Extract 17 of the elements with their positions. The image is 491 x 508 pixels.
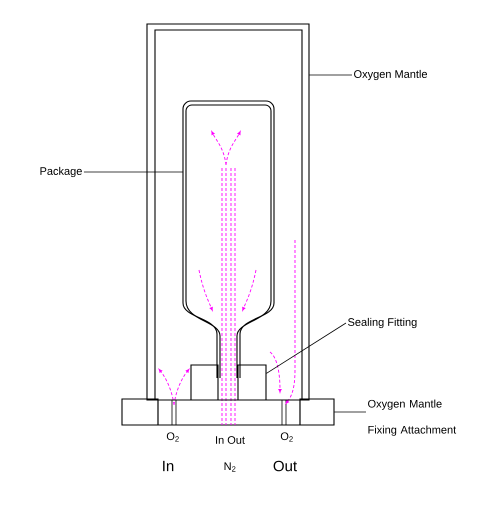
leader-line <box>309 74 352 76</box>
port-label: O$_{2}$ <box>280 432 293 442</box>
leader-line <box>266 322 346 374</box>
fixing-attachment-block <box>121 398 159 426</box>
part-label: Package <box>40 166 82 178</box>
oxygen-mantle <box>146 23 310 401</box>
port-label: Out <box>274 460 297 472</box>
port-label: O$_{2}$ <box>166 432 179 442</box>
port-label: In Out <box>216 436 245 444</box>
part-label: Sealing Fitting <box>348 318 417 328</box>
part-label: Oxygen Mantle <box>354 70 428 80</box>
port-label: In <box>163 460 174 472</box>
port-label: N$_{2}$ <box>224 462 236 472</box>
sealing-fitting <box>190 364 267 401</box>
fixing-attachment-block <box>299 398 335 426</box>
part-label: Oxygen Mantle Fixing Attachment <box>368 400 456 436</box>
package-bottle <box>182 100 275 378</box>
